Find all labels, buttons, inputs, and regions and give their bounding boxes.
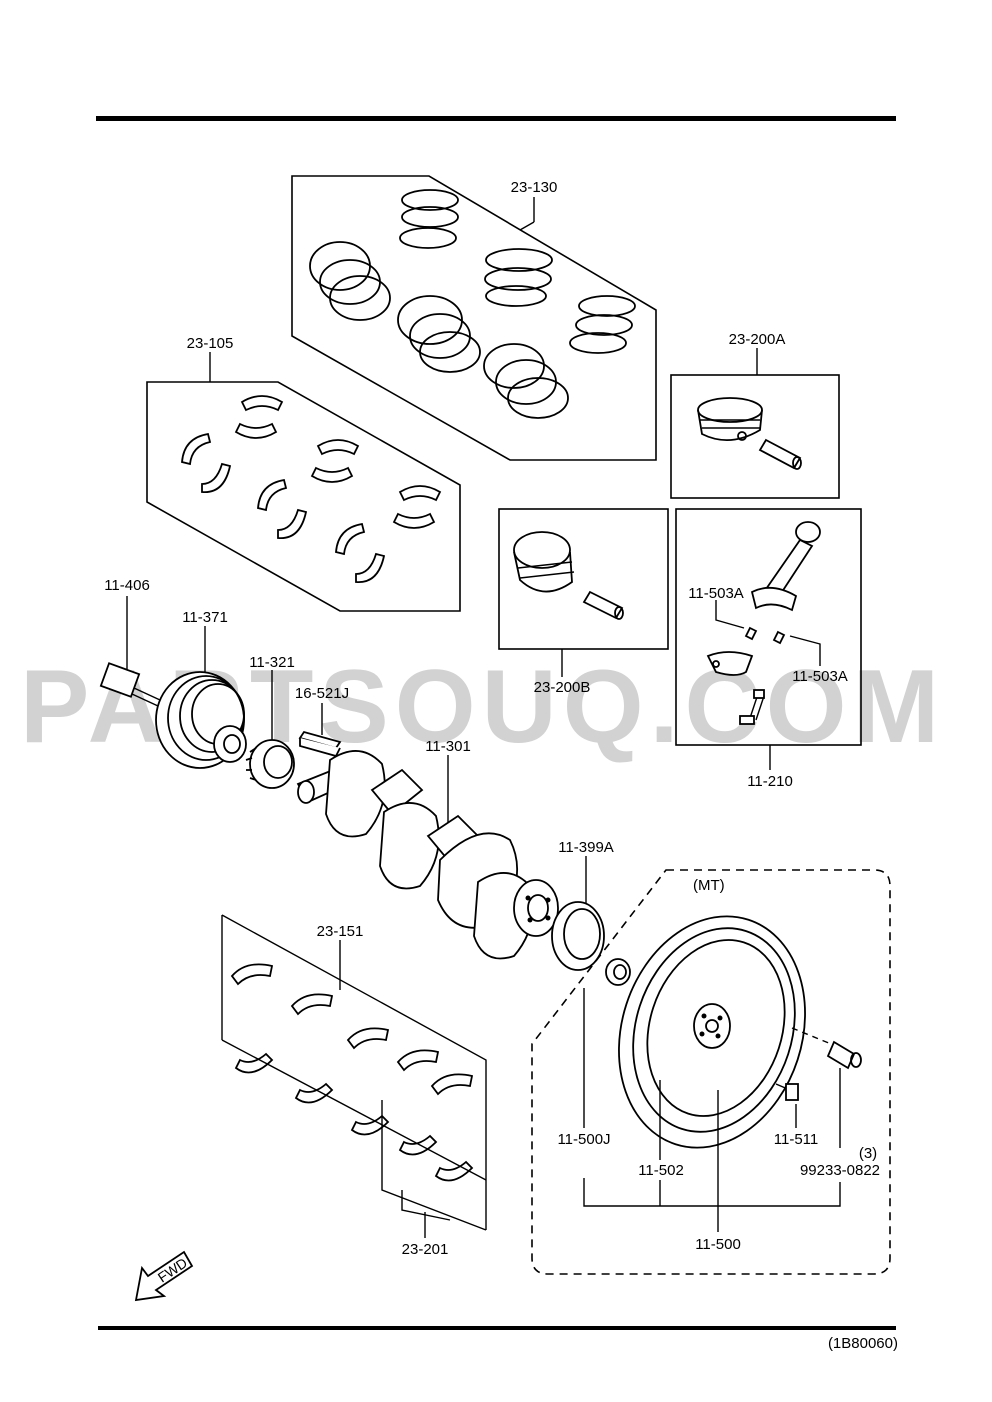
bearing-shell-icon [181, 395, 442, 583]
part-label-23-105: 23-105 [187, 335, 234, 352]
part-label-11-500: 11-500 [695, 1236, 741, 1253]
part-label-16-521J: 16-521J [295, 685, 349, 702]
part-label-99233-qty: (3) [859, 1145, 877, 1162]
piston-icon [697, 397, 763, 441]
part-label-11-321: 11-321 [249, 654, 295, 671]
piston-ring-icon [399, 189, 636, 354]
flywheel-bolt-icon [775, 1083, 799, 1101]
part-label-23-151: 23-151 [317, 923, 364, 940]
part-label-11-503A-top: 11-503A [688, 585, 744, 602]
part-label-11-511: 11-511 [774, 1131, 818, 1148]
diagram-code: (1B80060) [828, 1335, 898, 1352]
oil-seal-icon [551, 901, 605, 971]
part-label-23-201: 23-201 [402, 1241, 449, 1258]
part-label-11-371: 11-371 [182, 609, 228, 626]
part-label-11-503A-right: 11-503A [792, 668, 848, 685]
fwd-arrow-icon: FWD [134, 1250, 194, 1302]
connecting-rod-icon [706, 521, 821, 676]
piston-ring-set-group: 23-130 [291, 175, 657, 461]
flywheel-group: (MT) [531, 869, 891, 1275]
piston-ring-stack-icon [309, 241, 569, 419]
key-icon [298, 730, 342, 758]
piston-a-group: 23-200A [670, 331, 840, 499]
part-label-11-502: 11-502 [638, 1162, 684, 1179]
main-bearing-set-group: 23-151 23-201 [221, 914, 487, 1258]
part-label-11-406: 11-406 [104, 577, 150, 594]
connecting-rod-group: 11-503A 11-503A 11-210 [675, 508, 862, 790]
part-label-11-500J: 11-500J [557, 1131, 610, 1148]
part-label-23-200B: 23-200B [534, 679, 591, 696]
piston-b-group: 23-200B [498, 508, 669, 696]
pulley-bolt-group: 11-406 [99, 577, 161, 707]
bolt-icon [99, 662, 161, 707]
bearing-shell-icon [230, 963, 474, 1182]
key-group: 16-521J [295, 685, 349, 758]
dowel-pin-icon [791, 1027, 862, 1070]
flywheel-icon [618, 915, 806, 1149]
top-rule [96, 116, 896, 121]
crank-pulley-group: 11-371 [155, 609, 247, 769]
timing-gear-group: 11-321 [245, 654, 295, 789]
part-label-23-200A: 23-200A [729, 331, 786, 348]
part-label-23-130: 23-130 [511, 179, 558, 196]
crankshaft-group: 11-301 [296, 738, 559, 960]
piston-pin-icon [582, 590, 624, 620]
pulley-icon [155, 671, 247, 769]
part-label-11-301: 11-301 [425, 738, 471, 755]
piston-icon [513, 531, 575, 593]
pilot-bearing-icon [605, 958, 631, 986]
piston-pin-icon [758, 438, 802, 470]
crankshaft-icon [296, 750, 559, 960]
oil-seal-group: 11-399A [551, 839, 614, 971]
gear-icon [245, 739, 295, 789]
part-label-11-210: 11-210 [747, 773, 793, 790]
mt-group-label: (MT) [693, 877, 725, 894]
part-label-99233-0822: 99233-0822 [800, 1162, 880, 1179]
conrod-bearing-set-group: 23-105 [146, 335, 461, 612]
bottom-rule [98, 1326, 896, 1330]
conrod-bolt-icon [739, 626, 786, 725]
part-label-11-399A: 11-399A [558, 839, 614, 856]
